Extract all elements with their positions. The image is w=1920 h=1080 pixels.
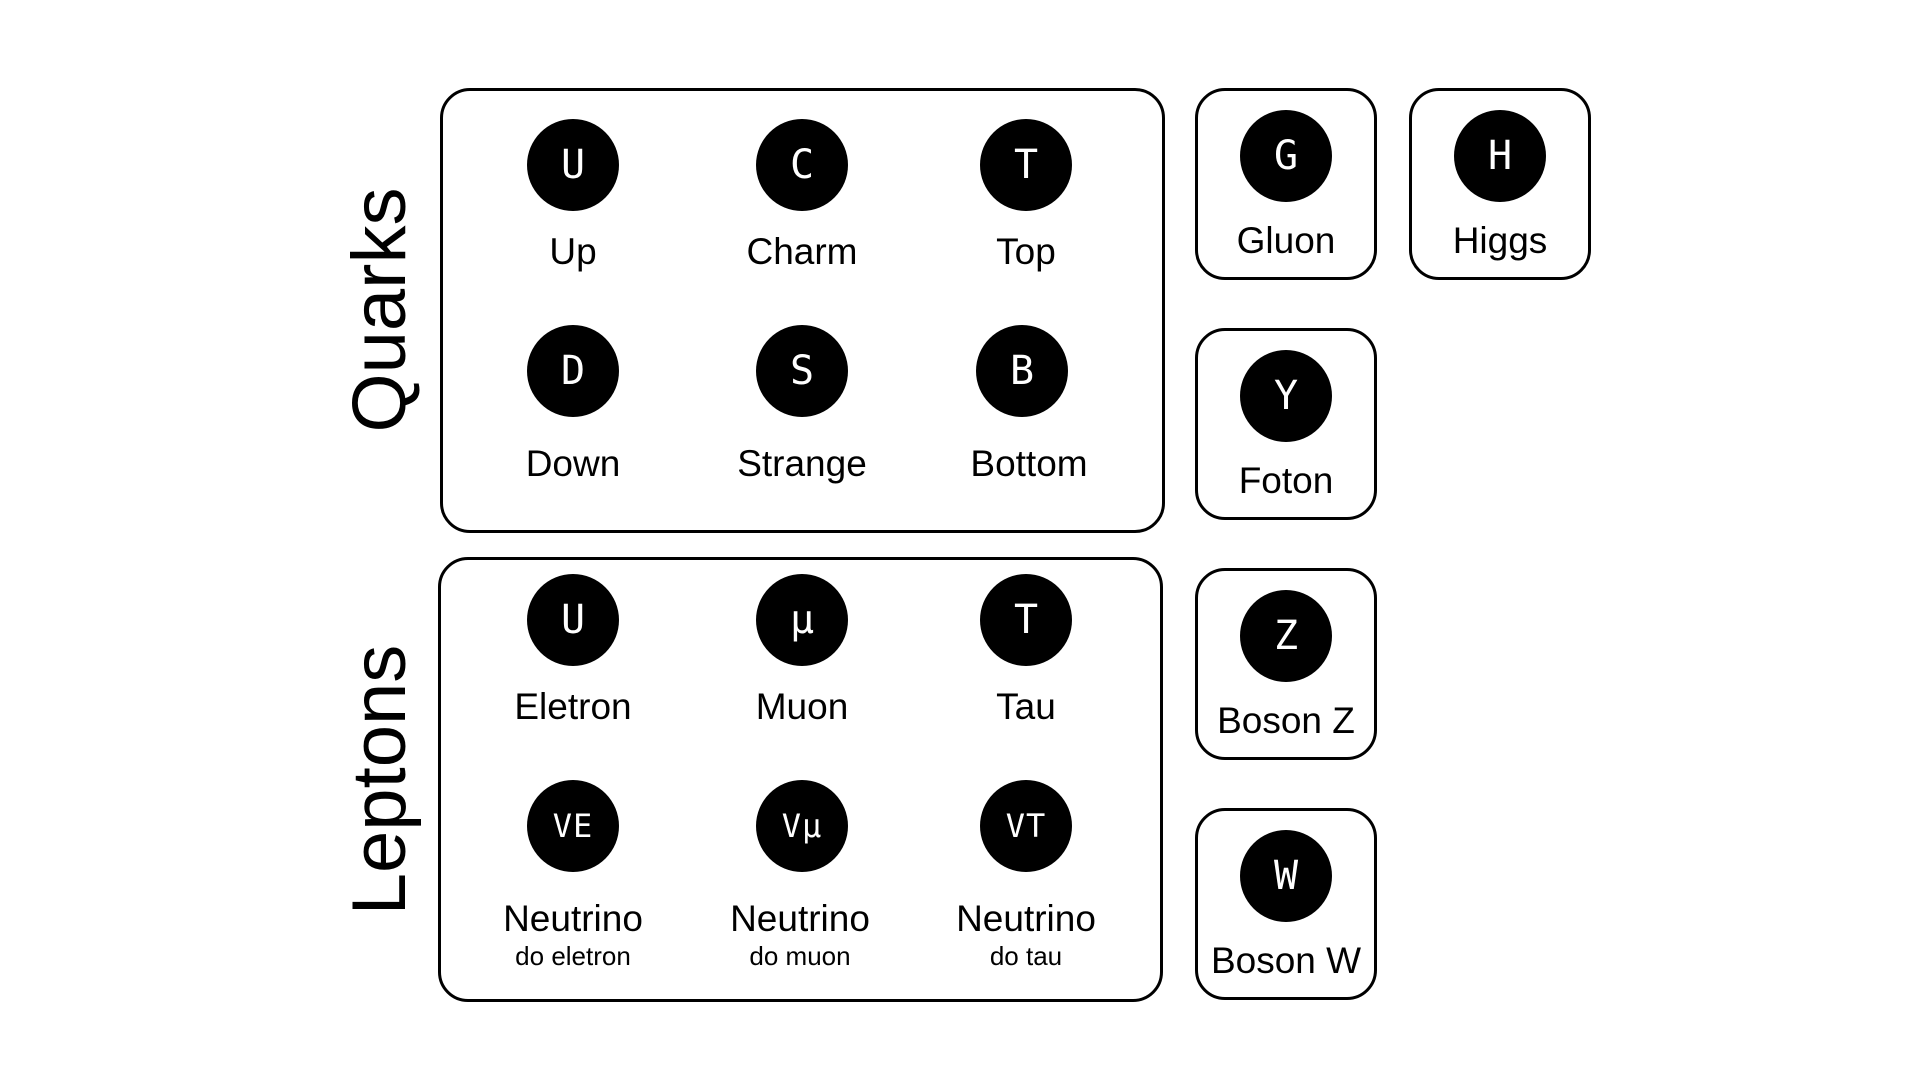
particle-higgs: H Higgs <box>1375 110 1625 259</box>
particle-strange: S Strange <box>677 325 927 482</box>
boson-box-higgs <box>1409 88 1591 280</box>
particle-muon: μ Muon <box>677 574 927 725</box>
particle-tau: T Tau <box>901 574 1151 725</box>
particle-name: Eletron <box>514 686 632 727</box>
particle-charm: C Charm <box>677 119 927 270</box>
particle-boson-z: Z Boson Z <box>1161 590 1411 739</box>
quarks-box <box>440 88 1165 533</box>
particle-symbol: U <box>527 574 619 666</box>
particle-top: T Top <box>901 119 1151 270</box>
particle-symbol: Y <box>1240 350 1332 442</box>
boson-box-boson-z <box>1195 568 1377 760</box>
particle-name: Boson Z <box>1217 700 1355 741</box>
particle-name: Bottom <box>970 443 1088 484</box>
boson-box-foton <box>1195 328 1377 520</box>
particle-boson-w: W Boson W <box>1161 830 1411 979</box>
particle-symbol: H <box>1454 110 1546 202</box>
leptons-box <box>438 557 1163 1002</box>
particle-name: Boson W <box>1210 940 1362 981</box>
particle-symbol: Z <box>1240 590 1332 682</box>
leptons-label: Leptons <box>337 644 422 916</box>
particle-name: Up <box>549 231 597 272</box>
particle-name: Higgs <box>1452 220 1548 261</box>
particle-name: Neutrino <box>730 898 870 939</box>
particle-neutrino-muon: Vμ Neutrino do muon <box>675 780 925 969</box>
particle-name: Muon <box>755 686 849 727</box>
particle-symbol: T <box>980 119 1072 211</box>
particle-bottom: B Bottom <box>904 325 1154 482</box>
particle-gluon: G Gluon <box>1161 110 1411 259</box>
particle-name: Down <box>525 443 621 484</box>
particle-up: U Up <box>448 119 698 270</box>
particle-subname: do eletron <box>515 941 631 971</box>
particle-neutrino-tau: VT Neutrino do tau <box>901 780 1151 969</box>
particle-subname: do tau <box>989 941 1063 971</box>
particle-name: Neutrino <box>956 898 1096 939</box>
particle-symbol: VE <box>527 780 619 872</box>
particle-subname: do muon <box>749 941 851 971</box>
boson-box-boson-w <box>1195 808 1377 1000</box>
particle-symbol: S <box>756 325 848 417</box>
particle-foton: Y Foton <box>1161 350 1411 499</box>
particle-name: Foton <box>1238 460 1334 501</box>
particle-name: Neutrino <box>503 898 643 939</box>
particle-symbol: B <box>976 325 1068 417</box>
particle-symbol: C <box>756 119 848 211</box>
particle-symbol: Vμ <box>756 780 848 872</box>
particle-symbol: G <box>1240 110 1332 202</box>
particle-symbol: D <box>527 325 619 417</box>
particle-symbol: T <box>980 574 1072 666</box>
particle-symbol: W <box>1240 830 1332 922</box>
particle-neutrino-eletron: VE Neutrino do eletron <box>448 780 698 969</box>
particle-name: Charm <box>746 231 858 272</box>
particle-name: Gluon <box>1236 220 1336 261</box>
particle-name: Top <box>996 231 1056 272</box>
particle-symbol: μ <box>756 574 848 666</box>
particle-symbol: U <box>527 119 619 211</box>
boson-box-gluon <box>1195 88 1377 280</box>
particle-name: Strange <box>737 443 867 484</box>
particle-name: Tau <box>996 686 1056 727</box>
particle-down: D Down <box>448 325 698 482</box>
particle-eletron: U Eletron <box>448 574 698 725</box>
quarks-label: Quarks <box>337 187 422 433</box>
particle-symbol: VT <box>980 780 1072 872</box>
